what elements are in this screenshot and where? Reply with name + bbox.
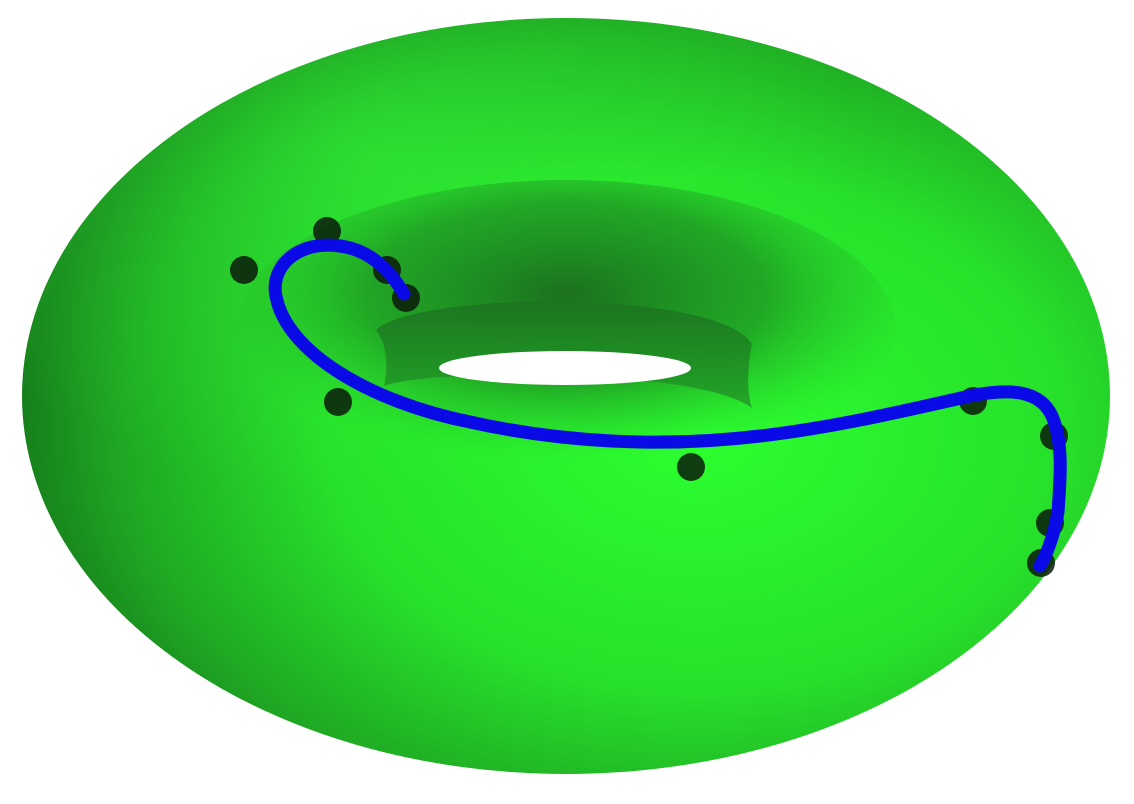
control-point [313,217,341,245]
control-point [230,256,258,284]
control-point [677,453,705,481]
blue-curve [268,238,1067,573]
control-point [324,388,352,416]
torus-hole [439,351,691,385]
